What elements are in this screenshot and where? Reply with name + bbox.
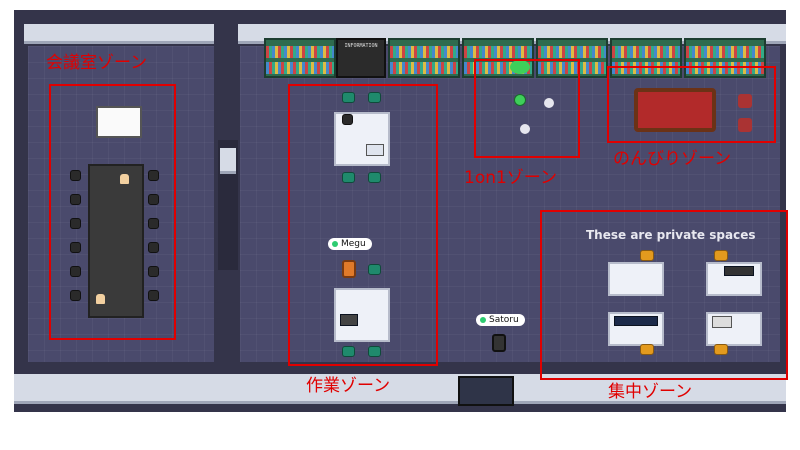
chair[interactable] (368, 92, 381, 103)
one-on-one-zone-label: 1on1ゾーン (464, 168, 557, 188)
online-status-icon (480, 317, 486, 323)
chair[interactable] (148, 194, 159, 205)
chair[interactable] (148, 218, 159, 229)
chair[interactable] (342, 346, 355, 357)
billiard-table[interactable] (634, 88, 716, 132)
armchair[interactable] (738, 118, 752, 132)
laptop[interactable] (366, 144, 384, 156)
bookshelf (388, 38, 460, 78)
focus-desk[interactable] (608, 262, 664, 296)
work-zone-box (288, 84, 438, 366)
office-map[interactable]: INFORMATION Megu These are private (14, 10, 786, 412)
chair[interactable] (70, 290, 81, 301)
entrance-door[interactable] (458, 376, 514, 406)
focus-zone-label: 集中ゾーン (608, 382, 693, 402)
chair[interactable] (714, 344, 728, 355)
chair[interactable] (342, 92, 355, 103)
relax-zone-box (607, 66, 776, 143)
bookshelf (536, 38, 608, 78)
chair[interactable] (342, 114, 353, 125)
chair[interactable] (640, 250, 654, 261)
bookshelf (264, 38, 336, 78)
avatar-name-tag: Satoru (476, 314, 525, 326)
chair[interactable] (368, 172, 381, 183)
armchair[interactable] (738, 94, 752, 108)
chair[interactable] (148, 242, 159, 253)
private-spaces-label: These are private spaces (586, 228, 756, 242)
stool[interactable] (520, 124, 530, 134)
chair[interactable] (148, 266, 159, 277)
chair[interactable] (640, 344, 654, 355)
chair[interactable] (368, 264, 381, 275)
chair[interactable] (70, 266, 81, 277)
avatar[interactable] (492, 334, 506, 352)
avatar-name: Satoru (489, 315, 519, 325)
stool[interactable] (544, 98, 554, 108)
chair[interactable] (714, 250, 728, 261)
plant-icon (510, 60, 530, 74)
chair[interactable] (70, 218, 81, 229)
chair[interactable] (70, 194, 81, 205)
cupcake-icon (120, 174, 129, 184)
focus-zone-box (540, 210, 788, 380)
one-on-one-zone-box (474, 59, 580, 158)
meeting-zone-box (49, 84, 176, 340)
chair[interactable] (148, 170, 159, 181)
top-left-wall (24, 24, 214, 44)
relax-zone-label: のんびりゾーン (613, 149, 732, 169)
whiteboard[interactable] (96, 106, 142, 138)
laptop[interactable] (340, 314, 358, 326)
monitor[interactable] (712, 316, 732, 328)
round-table (514, 94, 526, 106)
chair[interactable] (368, 346, 381, 357)
chair[interactable] (342, 172, 355, 183)
chair[interactable] (70, 170, 81, 181)
chair[interactable] (148, 290, 159, 301)
online-status-icon (332, 241, 338, 247)
avatar-name: Megu (341, 239, 366, 249)
meeting-zone-label: 会議室ゾーン (46, 53, 148, 73)
corridor-wall (220, 148, 236, 174)
bookshelf (610, 38, 682, 78)
monitor[interactable] (614, 316, 658, 326)
chair[interactable] (70, 242, 81, 253)
information-board-text: INFORMATION (344, 43, 378, 49)
avatar-name-tag: Megu (328, 238, 372, 250)
bookshelf (684, 38, 766, 78)
information-board[interactable]: INFORMATION (336, 38, 386, 78)
meeting-table (88, 164, 144, 318)
work-zone-label: 作業ゾーン (306, 376, 391, 396)
monitor[interactable] (724, 266, 754, 276)
avatar[interactable] (342, 260, 356, 278)
cupcake-icon (96, 294, 105, 304)
